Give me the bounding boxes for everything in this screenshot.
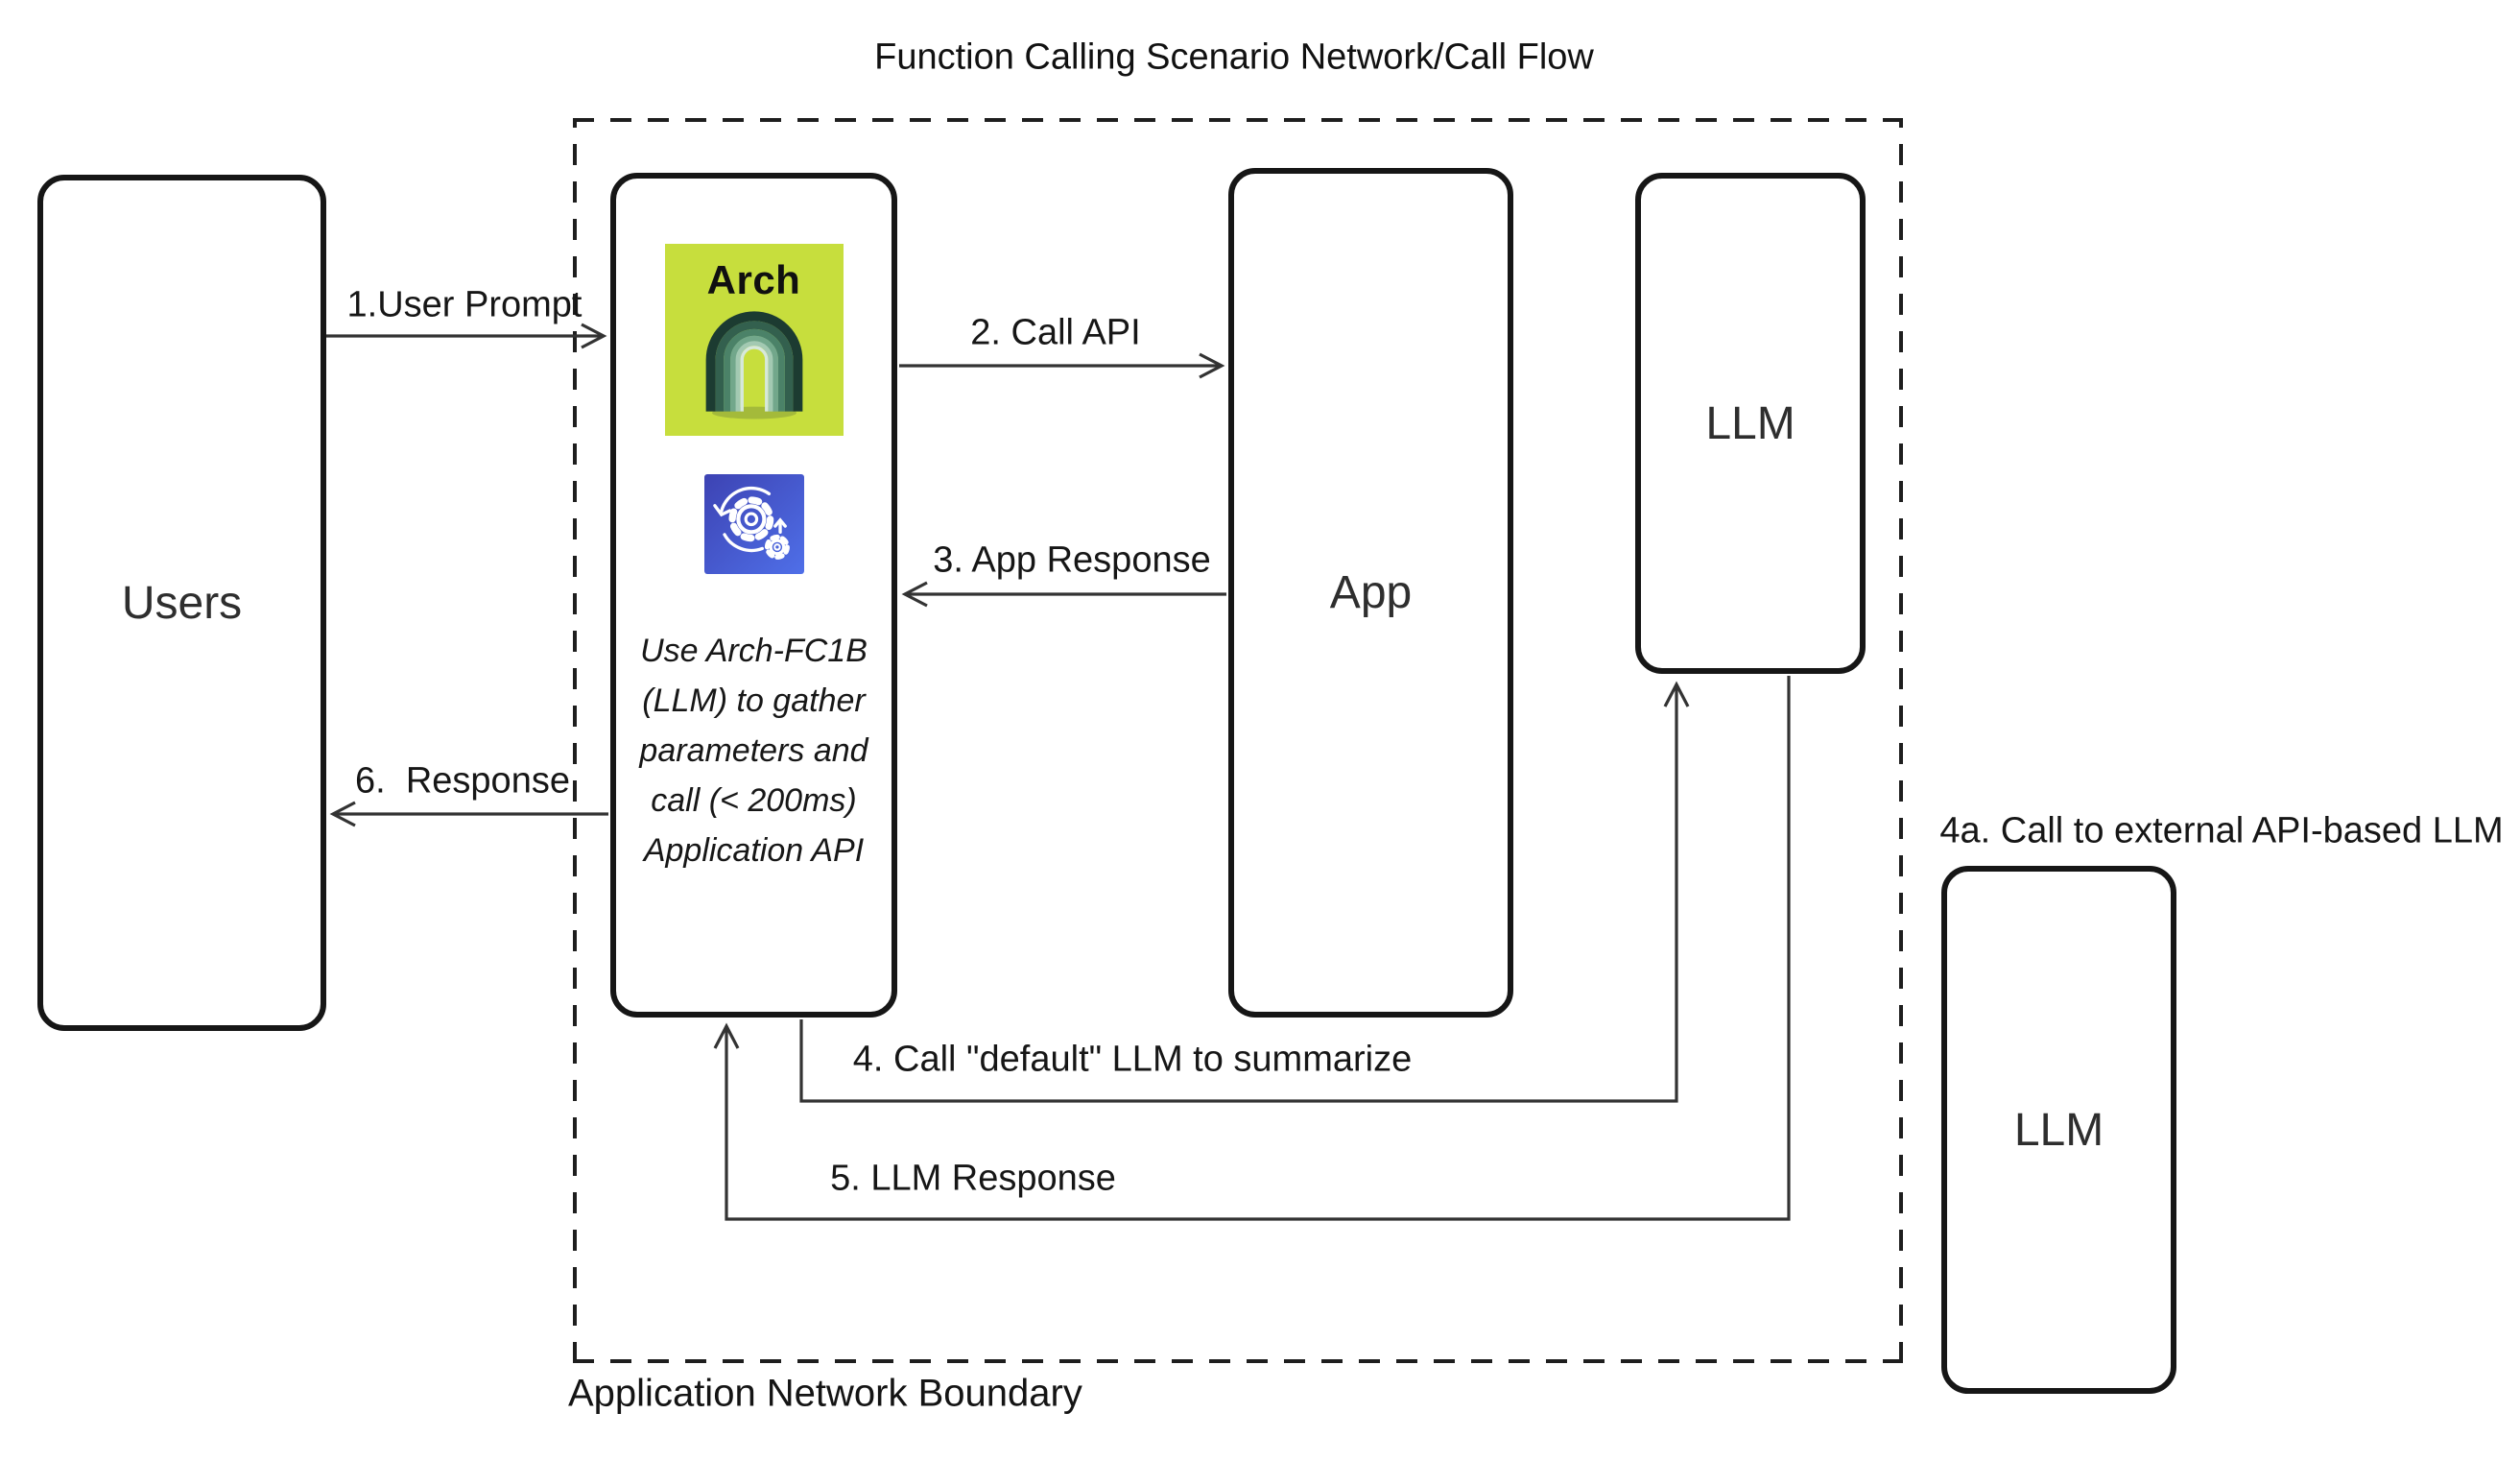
- arch-note: Use Arch-FC1B (LLM) to gather parameters…: [616, 626, 892, 875]
- arch-note-line: Use Arch-FC1B: [640, 633, 868, 669]
- automation-gears-icon: [703, 474, 804, 574]
- users-label: Users: [121, 577, 243, 629]
- node-arch: Arch: [610, 173, 897, 1018]
- app-label: App: [1329, 567, 1413, 618]
- label-llm-response: 5. LLM Response: [830, 1158, 1116, 1199]
- llm-internal-label: LLM: [1705, 397, 1795, 449]
- arch-graphic-icon: [705, 311, 802, 419]
- label-app-response: 3. App Response: [933, 539, 1211, 581]
- node-app: App: [1228, 168, 1513, 1018]
- node-llm-internal: LLM: [1635, 173, 1866, 674]
- node-users: Users: [37, 175, 326, 1031]
- application-network-boundary-label: Application Network Boundary: [568, 1372, 1082, 1415]
- label-call-api: 2. Call API: [970, 312, 1141, 353]
- label-call-default-llm: 4. Call "default" LLM to summarize: [852, 1039, 1413, 1080]
- arch-note-line: (LLM) to gather: [642, 683, 866, 719]
- arch-logo: Arch: [664, 244, 844, 436]
- arch-note-line: Application API: [643, 832, 865, 869]
- arch-note-line: call (< 200ms): [651, 782, 857, 819]
- label-response: 6. Response: [355, 760, 570, 802]
- label-call-external-llm: 4a. Call to external API-based LLM: [1939, 810, 2504, 851]
- arch-logo-title: Arch: [706, 257, 801, 302]
- llm-external-label: LLM: [2013, 1104, 2104, 1156]
- arch-note-line: parameters and: [639, 732, 868, 769]
- diagram-title: Function Calling Scenario Network/Call F…: [874, 36, 1594, 78]
- label-user-prompt: 1.User Prompt: [346, 284, 582, 325]
- node-llm-external: LLM: [1941, 866, 2176, 1394]
